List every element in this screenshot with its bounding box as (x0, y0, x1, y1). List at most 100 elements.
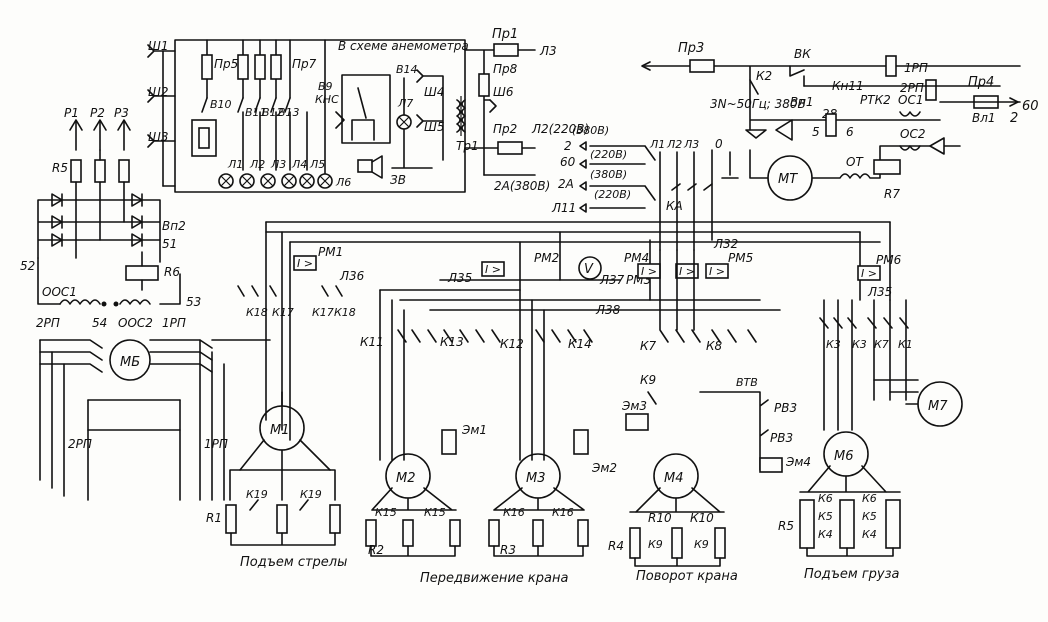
label-p3: Р3 (114, 106, 129, 120)
label-k8: К8 (706, 339, 723, 353)
label-tr1: Тр1 (456, 139, 479, 153)
label-52: 52 (20, 259, 35, 273)
label-r2: R2 (368, 543, 384, 557)
bus-220-2: (220В) (594, 188, 631, 201)
label-l37: Л37 (599, 273, 625, 287)
resistor-r5b (839, 499, 855, 549)
brake-em1 (441, 429, 457, 455)
label-p1: Р1 (64, 106, 79, 120)
out-2a: 2А(380В) (494, 179, 550, 193)
label-l35: Л35 (447, 271, 472, 285)
voltmeter (578, 256, 602, 280)
relay-rm1 (293, 255, 317, 271)
label-k10: К10 (690, 511, 714, 525)
rectifier-fuse-1 (70, 159, 82, 183)
lamp-row (218, 111, 333, 189)
label-k6: К6 (818, 492, 833, 505)
label-5: 5 (812, 125, 820, 139)
label-k1: К1 (898, 338, 913, 351)
label-vk: ВК (794, 47, 811, 61)
label-1rp-mb: 1РП (204, 437, 228, 451)
label-k16b: К16 (552, 506, 574, 519)
fuse-pr3 (689, 59, 715, 73)
label-k12: К12 (500, 337, 524, 351)
label-v14: В14 (396, 63, 418, 76)
label-r4: R4 (608, 539, 624, 553)
bus-2a: 2А (558, 177, 574, 191)
label-l6: Л6 (335, 176, 351, 189)
label-1rp-left: 1РП (162, 316, 186, 330)
rectifier-fuse-3 (118, 159, 130, 183)
label-r5: R5 (778, 519, 794, 533)
label-pr5: Пр5 (214, 57, 238, 71)
label-m6: М6 (834, 449, 854, 464)
relay-rm3 (481, 261, 505, 277)
bus-60: 60 (560, 155, 576, 169)
resistor-r7 (873, 159, 901, 175)
label-54: 54 (92, 316, 107, 330)
label-l2: Л2 (249, 158, 265, 171)
caption-hoist: Подъем груза (804, 567, 900, 582)
bus-380-2: (380В) (590, 168, 627, 181)
label-rm5: РМ5 (728, 251, 753, 265)
label-l36: Л36 (339, 269, 365, 283)
relay-rm6 (857, 265, 881, 281)
bus-2: 2 (564, 139, 572, 153)
resistor-r2c (449, 519, 461, 547)
resistor-r1c (329, 504, 341, 534)
label-53: 53 (186, 295, 201, 309)
label-em4: Эм4 (785, 455, 811, 469)
label-l2: Л2 (666, 138, 682, 151)
motor-mb-top (109, 339, 151, 381)
label-k17: К17 (272, 306, 294, 319)
label-1rp: 1РП (904, 61, 928, 75)
resistor-r4b (671, 527, 683, 559)
anemometer-note: В схеме анемометра (338, 39, 469, 53)
slew-section: К7 К8 К9 Эм3 ВТВ РВ3 РВ3 Эм4 М4 R10 К10 … (608, 249, 811, 584)
label-pr8: Пр8 (493, 62, 518, 76)
bus-380-1: (380В) (572, 124, 609, 137)
bell-box (357, 159, 373, 173)
resistor-r5c (885, 499, 901, 549)
label-k3b: К3 (852, 338, 867, 351)
resistor-r2b (402, 519, 414, 547)
brake-em2 (573, 429, 589, 455)
label-r5-top: R5 (52, 161, 68, 175)
label-pr2: Пр2 (493, 122, 517, 136)
fuse-b (254, 54, 266, 80)
motor-m7 (917, 381, 963, 427)
label-2rp-mb: 2РП (68, 437, 92, 451)
label-kns: КНС (315, 93, 339, 106)
label-k2: К2 (756, 69, 772, 83)
label-m7: М7 (928, 399, 948, 414)
resistor-r1b (276, 504, 288, 534)
label-rtk2: РТК2 (860, 93, 891, 107)
label-r10: R10 (648, 511, 672, 525)
label-v10: В10 (210, 98, 232, 111)
label-v9: В9 (318, 80, 333, 93)
label-k19b: К19 (300, 488, 322, 501)
heater-core (198, 127, 210, 149)
rectifier-block: Р1 Р2 Р3 R5 Вп2 51 52 R6 53 ООС1 ООС2 54… (20, 106, 201, 330)
caption-boom: Подъем стрелы (240, 555, 347, 570)
label-k9a: К9 (648, 538, 663, 551)
out-l3: Л3 (539, 44, 557, 58)
label-k19: К19 (246, 488, 268, 501)
label-em3: Эм3 (621, 399, 647, 413)
label-v: V (584, 262, 594, 277)
label-k11: К11 (360, 335, 384, 349)
fuse-pr7 (270, 54, 282, 80)
label-oos1: ООС1 (42, 285, 77, 299)
socket-label-1: Ш1 (148, 39, 168, 53)
label-m2: М2 (396, 471, 416, 486)
relay-rm5 (705, 263, 729, 279)
label-k14: К14 (568, 337, 592, 351)
label-r3: R3 (500, 543, 516, 557)
label-k9b: К9 (694, 538, 709, 551)
label-k13: К13 (440, 335, 464, 349)
label-k5: К5 (818, 510, 833, 523)
label-pr3: Пр3 (678, 41, 704, 56)
label-k9: К9 (640, 373, 656, 387)
label-k15b: К15 (424, 506, 446, 519)
